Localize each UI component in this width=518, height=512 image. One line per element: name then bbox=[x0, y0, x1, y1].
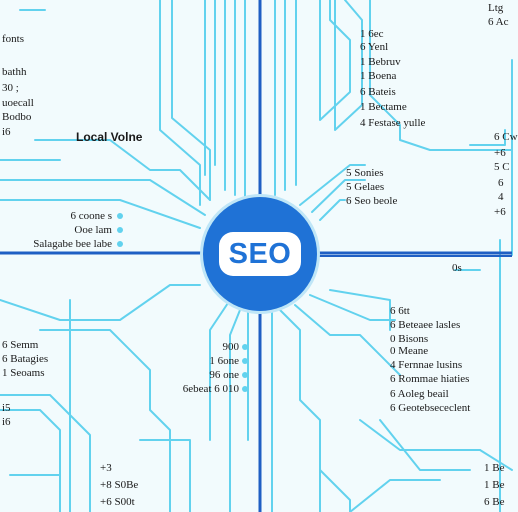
bottom-left-label: +3 bbox=[100, 462, 112, 474]
right-edge-label: 6 bbox=[498, 177, 504, 189]
left-mid-label: Salagabe bee labe bbox=[33, 238, 112, 250]
right-low-label: 4 Fernnae lusins bbox=[390, 359, 463, 371]
right-edge-label: 4 bbox=[498, 191, 504, 203]
node-dot bbox=[242, 372, 248, 378]
circuit-line bbox=[329, 289, 391, 331]
right-edge-label: 6 Ac bbox=[488, 16, 509, 28]
left-bottom-label: i5 bbox=[2, 402, 11, 414]
right-top-label: 1 Bectame bbox=[360, 101, 407, 113]
seo-badge: SEO bbox=[219, 232, 301, 276]
circuit-line bbox=[479, 449, 513, 471]
circuit-line bbox=[171, 0, 211, 201]
circuit-line bbox=[309, 294, 396, 321]
circuit-line bbox=[34, 139, 211, 201]
right-top-label: 6 Bateis bbox=[360, 86, 396, 98]
node-dot bbox=[117, 227, 123, 233]
node-dot bbox=[242, 386, 248, 392]
bottom-left-label: +8 S0Be bbox=[100, 479, 139, 491]
right-top-label: 1 6ec bbox=[360, 28, 384, 40]
seo-label: SEO bbox=[228, 237, 292, 270]
circuit-line bbox=[379, 419, 471, 471]
left-bottom-label: i6 bbox=[2, 416, 11, 428]
circuit-line bbox=[319, 469, 351, 512]
right-low-label: 6 Geotebsececlent bbox=[390, 402, 471, 414]
left-top-label: Bodbo bbox=[2, 111, 32, 123]
right-low-label: 0 Bisons bbox=[390, 333, 429, 345]
right-top-label: 4 Festase yulle bbox=[360, 117, 426, 129]
circuit-line bbox=[299, 164, 366, 206]
right-edge-label: +6 bbox=[494, 206, 506, 218]
circuit-line bbox=[139, 439, 191, 512]
node-dot bbox=[242, 344, 248, 350]
node-dot bbox=[242, 358, 248, 364]
left-top-label: 30 ; bbox=[2, 82, 19, 94]
seo-hub: SEO bbox=[203, 197, 317, 311]
bottom-left-label: +6 S00t bbox=[100, 496, 135, 508]
circuit-line bbox=[0, 284, 201, 321]
circuit-line bbox=[311, 179, 366, 213]
right-mid-label: 5 Gelaes bbox=[346, 181, 385, 193]
circuit-line bbox=[39, 329, 171, 512]
bottom-right-label: 1 Be bbox=[484, 479, 505, 491]
right-mid-badge: 0s bbox=[452, 262, 462, 274]
right-low-label: 6 Rommae hiaties bbox=[390, 373, 470, 385]
circuit-line bbox=[359, 419, 481, 451]
circuit-line bbox=[159, 0, 201, 206]
circuit-line bbox=[319, 0, 351, 121]
left-top-label: bathh bbox=[2, 66, 27, 78]
left-low-label: 1 Seoams bbox=[2, 367, 45, 379]
right-low-label: 6 6tt bbox=[390, 305, 410, 317]
bottom-right-label: 1 Be bbox=[484, 462, 505, 474]
circuit-line bbox=[0, 199, 201, 229]
left-low-label: 6 Semm bbox=[2, 339, 39, 351]
right-edge-label: Ltg bbox=[488, 2, 504, 14]
bottom-right-label: 6 Be bbox=[484, 496, 505, 508]
circuit-line bbox=[349, 479, 441, 512]
circuit-line bbox=[0, 179, 206, 216]
right-low-label: 6 Aoleg beail bbox=[390, 388, 449, 400]
left-top-label: uoecall bbox=[2, 97, 34, 109]
right-edge-label: 6 Cw bbox=[494, 131, 518, 143]
center-low-label: 900 bbox=[222, 341, 240, 353]
circuit-line bbox=[0, 394, 91, 512]
left-mid-label: 6 coone s bbox=[70, 210, 112, 222]
right-low-label: 6 Beteaee lasles bbox=[390, 319, 461, 331]
right-edge-label: +6 bbox=[494, 147, 506, 159]
node-dot bbox=[117, 241, 123, 247]
left-mid-label: Ooe lam bbox=[74, 224, 112, 236]
circuit-line bbox=[209, 299, 231, 441]
circuit-line bbox=[334, 0, 363, 131]
circuit-line bbox=[279, 309, 321, 512]
center-low-label: 96 one bbox=[209, 369, 239, 381]
circuit-line bbox=[0, 409, 61, 512]
right-edge-label: 5 C bbox=[494, 161, 510, 173]
circuit-line bbox=[369, 0, 513, 151]
right-mid-label: 6 Seo beole bbox=[346, 195, 398, 207]
left-top-label: fonts bbox=[2, 33, 24, 45]
left-top-label: i6 bbox=[2, 126, 11, 138]
right-mid-label: 5 Sonies bbox=[346, 167, 384, 179]
node-dot bbox=[117, 213, 123, 219]
center-low-label: 1 6one bbox=[209, 355, 239, 367]
circuit-line bbox=[319, 199, 346, 221]
left-low-label: 6 Batagies bbox=[2, 353, 49, 365]
center-low-label: 6ebeat 6 010 bbox=[182, 383, 239, 395]
left-title: Local Volne bbox=[76, 130, 143, 144]
right-top-label: 1 Bebruv bbox=[360, 56, 401, 68]
circuit-line bbox=[294, 304, 401, 376]
right-low-label: 0 Meane bbox=[390, 345, 429, 357]
right-top-label: 1 Boena bbox=[360, 70, 397, 82]
circuit-line bbox=[469, 129, 506, 146]
right-top-label: 6 Yenl bbox=[360, 41, 389, 53]
circuit-line bbox=[229, 309, 241, 512]
